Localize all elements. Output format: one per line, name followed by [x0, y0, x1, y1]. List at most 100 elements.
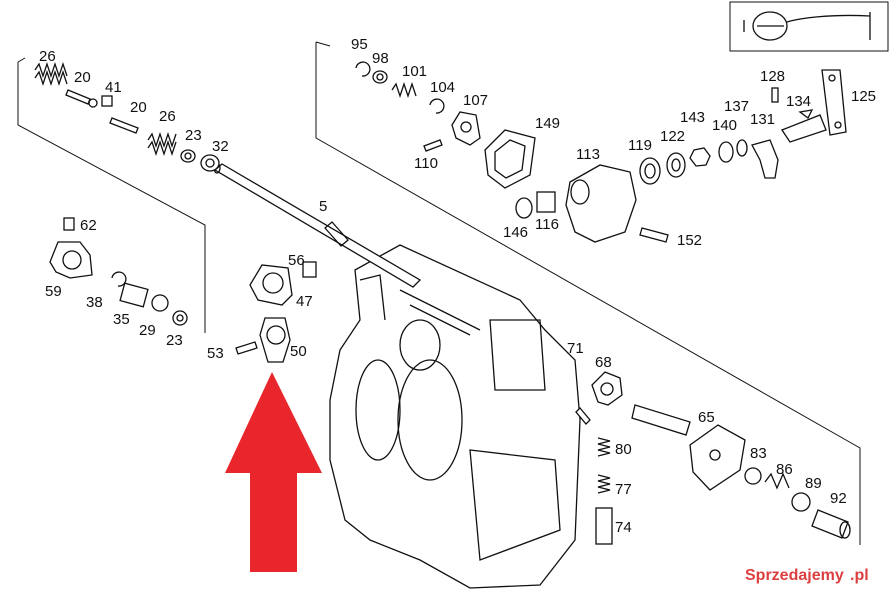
lever-131 — [751, 139, 779, 179]
part-number: 119 — [628, 137, 652, 154]
part-number: 20 — [74, 69, 91, 86]
part-number: 146 — [503, 224, 528, 241]
part-number: 137 — [724, 98, 749, 115]
pin-110 — [423, 139, 443, 152]
pin-20-top — [65, 89, 98, 108]
part-number: 152 — [677, 232, 702, 249]
spring-86 — [764, 472, 790, 490]
watermark-suffix: .pl — [850, 567, 869, 584]
part-number: 116 — [535, 216, 559, 233]
ring-29 — [151, 294, 169, 312]
part-number: 125 — [851, 88, 876, 105]
ring-83 — [744, 467, 762, 485]
fork-59 — [49, 241, 93, 279]
part-number: 107 — [463, 92, 488, 109]
ring-137 — [736, 139, 748, 157]
watermark-logo: Sprzedajemy .pl — [745, 567, 869, 584]
part-number: 104 — [430, 79, 455, 96]
part-number: 71 — [567, 340, 584, 357]
part-number: 89 — [805, 475, 822, 492]
clip-104 — [429, 98, 445, 114]
piston-74 — [595, 507, 613, 545]
key-134 — [798, 109, 814, 119]
part-number: 128 — [760, 68, 785, 85]
seal-119 — [639, 157, 661, 185]
part-number: 26 — [39, 48, 56, 65]
ring-89 — [791, 492, 811, 512]
part-number: 29 — [139, 322, 156, 339]
part-number: 35 — [113, 311, 130, 328]
washer-23-bottom — [172, 310, 188, 326]
part-number: 74 — [615, 519, 632, 536]
ring-146 — [515, 197, 533, 219]
part-number: 143 — [680, 109, 705, 126]
washer-98 — [372, 70, 388, 84]
sleeve-92 — [811, 509, 851, 539]
part-number: 38 — [86, 294, 103, 311]
part-number: 140 — [712, 117, 737, 134]
spring-26-mid — [147, 131, 177, 157]
shift-fork-47 — [249, 264, 293, 306]
part-number: 77 — [615, 481, 632, 498]
part-number: 26 — [159, 108, 176, 125]
lever-68 — [591, 371, 623, 406]
clip-38 — [111, 271, 127, 287]
nut-143 — [689, 147, 711, 167]
spring-77 — [597, 474, 611, 494]
sleeve-116 — [536, 191, 556, 213]
part-number-labels: 26 20 41 20 26 23 32 5 62 59 38 35 29 23… — [39, 36, 876, 536]
spring-80 — [597, 437, 611, 457]
sleeve-35 — [119, 282, 149, 308]
part-number: 50 — [290, 343, 307, 360]
part-number: 101 — [402, 63, 427, 80]
left-group-frame — [17, 57, 206, 333]
part-number: 20 — [130, 99, 147, 116]
part-number: 98 — [372, 50, 389, 67]
part-number: 80 — [615, 441, 632, 458]
seal-122 — [666, 152, 686, 178]
part-number: 134 — [786, 93, 811, 110]
pin-53 — [235, 341, 258, 355]
spring-101 — [391, 81, 417, 99]
shaft-65 — [631, 404, 746, 491]
bolt-62 — [63, 217, 75, 231]
part-number: 113 — [576, 146, 600, 163]
pin-71 — [575, 407, 591, 425]
part-number: 53 — [207, 345, 224, 362]
part-number: 68 — [595, 354, 612, 371]
part-number: 62 — [80, 217, 97, 234]
part-number: 59 — [45, 283, 62, 300]
housing-113 — [565, 164, 637, 243]
part-number: 122 — [660, 128, 685, 145]
part-number: 110 — [414, 155, 438, 172]
shift-fork-50 — [259, 317, 291, 363]
watermark-text: Sprzedajemy — [745, 567, 844, 584]
bolt-56 — [302, 261, 317, 278]
ring-32 — [200, 154, 220, 172]
plug-41 — [101, 95, 113, 107]
highlight-arrow-icon — [225, 372, 322, 572]
spring-26-top — [34, 61, 68, 87]
lever-107 — [451, 111, 481, 146]
ring-95 — [355, 61, 371, 77]
pin-20-mid — [109, 117, 139, 134]
transmission-housing — [329, 244, 581, 589]
part-number: 83 — [750, 445, 767, 462]
part-number: 131 — [750, 111, 775, 128]
part-number: 56 — [288, 252, 305, 269]
gasket-149 — [484, 129, 536, 189]
shaft-125 — [781, 69, 847, 143]
part-number: 95 — [351, 36, 368, 53]
part-number: 65 — [698, 409, 715, 426]
washer-23-top — [180, 149, 196, 163]
shaft-5 — [213, 162, 422, 288]
part-number: 32 — [212, 138, 229, 155]
part-number: 47 — [296, 293, 313, 310]
right-group-frame — [315, 41, 861, 545]
part-number: 23 — [166, 332, 183, 349]
bolt-152 — [639, 227, 669, 243]
part-number: 23 — [185, 127, 202, 144]
part-number: 92 — [830, 490, 847, 507]
part-number: 149 — [535, 115, 560, 132]
washer-140 — [718, 141, 734, 163]
